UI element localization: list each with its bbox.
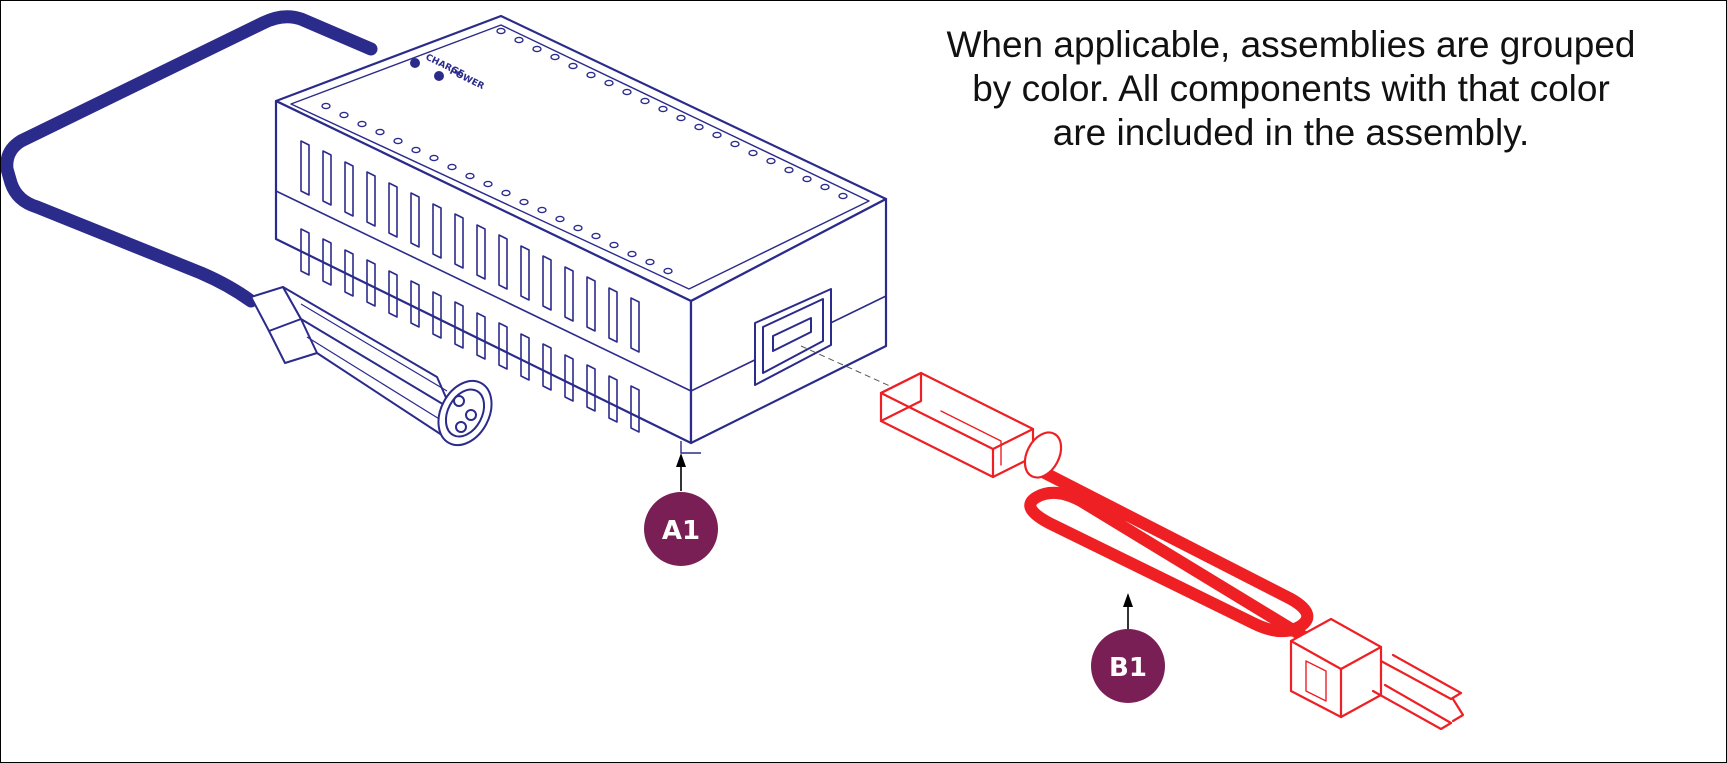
charger-assembly [1,10,888,454]
callout-a1-badge [644,492,718,566]
iec-inlet [754,288,832,386]
callout-a1: A1 [644,453,718,566]
note-line-2: by color. All components with that color [972,68,1610,109]
top-vent-holes-back [496,27,848,200]
power-led [434,71,444,81]
charge-led [410,58,420,68]
vent-slots-upper [300,140,640,353]
charger-housing [274,14,888,454]
note-line-3: are included in the assembly. [1052,112,1530,153]
iec-connector [879,371,1063,479]
callout-b1-arrowhead [1123,593,1133,607]
callout-a1-arrowhead [676,453,686,467]
top-vent-holes-front [321,102,673,275]
indicator-leds [410,58,444,81]
nema-plug [1289,617,1465,731]
alignment-line [800,345,902,392]
charger-output-cable [1,10,378,308]
assembly-color-note: When applicable, assemblies are grouped … [861,23,1721,155]
callout-b1-label: B1 [1109,653,1147,683]
vent-slots-lower [300,228,640,433]
power-cord-assembly [879,371,1465,731]
note-line-1: When applicable, assemblies are grouped [946,24,1636,65]
callout-b1-badge [1091,629,1165,703]
xlr-plug [250,286,493,447]
power-cord-cable [1024,465,1317,647]
callout-b1: B1 [1091,593,1165,703]
callout-a1-label: A1 [662,516,700,546]
